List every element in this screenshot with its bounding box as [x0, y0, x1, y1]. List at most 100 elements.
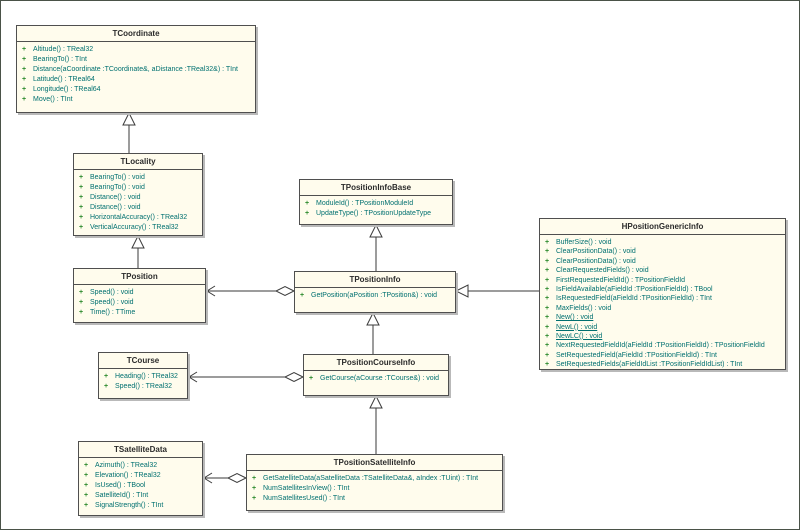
- visibility-public-marker: +: [545, 248, 550, 256]
- visibility-public-marker: +: [545, 276, 550, 284]
- method-row: + ClearPositionData() : void: [545, 247, 782, 256]
- class-title: TCourse: [99, 353, 187, 369]
- method-row: +GetSatelliteData(aSatelliteData :TSatel…: [252, 474, 499, 484]
- class-title: TPosition: [74, 269, 205, 285]
- visibility-public-marker: +: [545, 239, 550, 246]
- method-row: +ClearRequestedFields() : void: [545, 266, 782, 275]
- visibility-public-marker: +: [22, 46, 27, 53]
- aggregation-tpositionsatelliteinfo-of-tsatellitedata: [203, 472, 248, 484]
- method-list: +Altitude() : TReal32+BearingTo() : TInt…: [17, 42, 255, 105]
- class-title: TPositionInfoBase: [300, 180, 452, 196]
- method-row: +Heading() : TReal32: [104, 372, 184, 382]
- class-tsatellitedata[interactable]: TSatelliteData +Azimuth() : TReal32+Elev…: [78, 441, 203, 516]
- visibility-public-marker: +: [545, 295, 550, 303]
- method-signature: BearingTo() : void: [90, 184, 145, 191]
- method-signature: BufferSize() : void: [556, 239, 612, 246]
- method-list: + GetPosition(aPosition :TPosition&) : vo…: [295, 288, 455, 301]
- method-signature: SetRequestedFields(aFieldIdList :TPositi…: [556, 361, 743, 369]
- class-title: TPositionInfo: [295, 272, 455, 288]
- method-signature: ModuleId() : TPositionModuleId: [316, 200, 414, 207]
- method-row: + IsRequestedField(aFieldId :TPositionFie…: [545, 294, 782, 303]
- class-tposition[interactable]: TPosition +Speed() : void+Speed() : void…: [73, 268, 206, 323]
- class-hpositiongenericinfo[interactable]: HPositionGenericInfo + BufferSize() : voi…: [539, 218, 786, 370]
- visibility-public-marker: +: [84, 462, 89, 469]
- method-signature: NewL() : void: [556, 323, 598, 331]
- method-signature: ClearRequestedFields() : void: [556, 267, 649, 275]
- method-row: +Longitude() : TReal64: [22, 85, 252, 95]
- method-signature: SetRequestedField(aFieldId :TPositionFie…: [556, 351, 717, 359]
- method-signature: ClearPositionData() : void: [556, 248, 636, 256]
- visibility-public-marker: +: [79, 174, 84, 181]
- visibility-public-marker: +: [104, 373, 109, 380]
- method-row: +GetCourse(aCourse :TCourse&) : void: [309, 374, 445, 384]
- method-signature: NewLC() : void: [556, 332, 603, 340]
- method-signature: IsUsed() : TBool: [95, 482, 146, 489]
- class-title: HPositionGenericInfo: [540, 219, 785, 235]
- method-signature: GetPosition(aPosition :TPosition&) : voi…: [311, 292, 438, 299]
- method-row: + ModuleId() : TPositionModuleId: [305, 199, 449, 209]
- method-signature: Time() : TTime: [90, 309, 136, 316]
- visibility-public-marker: +: [22, 96, 27, 103]
- class-tpositionsatelliteinfo[interactable]: TPositionSatelliteInfo +GetSatelliteData…: [246, 454, 503, 511]
- visibility-public-marker: +: [545, 323, 550, 331]
- method-row: + Azimuth() : TReal32: [84, 461, 199, 471]
- method-signature: HorizontalAccuracy() : TReal32: [90, 214, 188, 221]
- generalization-tlocality-to-tcoordinate: [122, 111, 136, 153]
- method-row: +HorizontalAccuracy() : TReal32: [79, 213, 199, 223]
- class-title: TLocality: [74, 154, 202, 170]
- method-signature: BearingTo() : void: [90, 174, 145, 181]
- class-title: TCoordinate: [17, 26, 255, 42]
- visibility-public-marker: +: [545, 361, 550, 369]
- visibility-public-marker: +: [305, 200, 310, 207]
- method-signature: SignalStrength() : TInt: [95, 502, 164, 509]
- method-row: +Altitude() : TReal32: [22, 45, 252, 55]
- visibility-public-marker: +: [545, 351, 550, 359]
- method-row: + NumSatellitesInView() : TInt: [252, 484, 499, 494]
- method-row: +IsFieldAvailable(aFieldId :TPositionFie…: [545, 285, 782, 294]
- method-list: +GetSatelliteData(aSatelliteData :TSatel…: [247, 471, 502, 504]
- method-signature: Speed() : void: [90, 289, 134, 296]
- visibility-public-marker: +: [252, 495, 257, 502]
- method-signature: MaxFields() : void: [556, 304, 612, 312]
- visibility-public-marker: +: [305, 210, 310, 217]
- visibility-public-marker: +: [22, 56, 27, 63]
- visibility-public-marker: +: [79, 224, 84, 231]
- method-row: + Time() : TTime: [79, 308, 202, 318]
- visibility-public-marker: +: [300, 292, 305, 299]
- method-row: +Elevation() : TReal32: [84, 471, 199, 481]
- method-row: +IsUsed() : TBool: [84, 481, 199, 491]
- method-signature: Distance(aCoordinate :TCoordinate&, aDis…: [33, 66, 238, 73]
- method-signature: Speed() : void: [90, 299, 134, 306]
- class-tpositioninfo[interactable]: TPositionInfo + GetPosition(aPosition :TP…: [294, 271, 456, 313]
- method-row: +Distance() : void: [79, 193, 199, 203]
- method-row: +Speed() : TReal32: [104, 382, 184, 392]
- method-signature: NextRequestedFieldId(aFieldId :TPosition…: [556, 342, 765, 350]
- method-signature: Latitude() : TReal64: [33, 76, 95, 83]
- class-tpositioninfobase[interactable]: TPositionInfoBase + ModuleId() : TPositio…: [299, 179, 453, 225]
- method-signature: GetCourse(aCourse :TCourse&) : void: [320, 375, 440, 382]
- method-row: + SetRequestedFields(aFieldIdList :TPosit…: [545, 360, 782, 369]
- method-signature: IsRequestedField(aFieldId :TPositionFiel…: [556, 295, 712, 303]
- visibility-public-marker: +: [84, 492, 89, 499]
- class-tpositioncourseinfo[interactable]: TPositionCourseInfo +GetCourse(aCourse :…: [303, 354, 449, 396]
- method-row: +UpdateType() : TPositionUpdateType: [305, 209, 449, 219]
- method-row: +MaxFields() : void: [545, 304, 782, 313]
- visibility-public-marker: +: [545, 332, 550, 340]
- method-row: +BearingTo() : TInt: [22, 55, 252, 65]
- class-tcourse[interactable]: TCourse +Heading() : TReal32+Speed() : T…: [98, 352, 188, 399]
- visibility-public-marker: +: [84, 472, 89, 479]
- method-signature: ClearPositionData() : void: [556, 257, 636, 265]
- method-list: + BearingTo() : void + BearingTo() : void +D…: [74, 170, 202, 233]
- visibility-public-marker: +: [545, 257, 550, 265]
- class-tlocality[interactable]: TLocality + BearingTo() : void + BearingTo(…: [73, 153, 203, 236]
- method-signature: Azimuth() : TReal32: [95, 462, 158, 469]
- class-tcoordinate[interactable]: TCoordinate +Altitude() : TReal32+Bearin…: [16, 25, 256, 113]
- method-signature: SatelliteId() : TInt: [95, 492, 149, 499]
- method-signature: NumSatellitesInView() : TInt: [263, 485, 350, 492]
- visibility-public-marker: +: [545, 342, 550, 350]
- visibility-public-marker: +: [252, 485, 257, 492]
- generalization-tpositioninfo-to-tpositioninfobase: [369, 223, 383, 271]
- visibility-public-marker: +: [79, 309, 84, 316]
